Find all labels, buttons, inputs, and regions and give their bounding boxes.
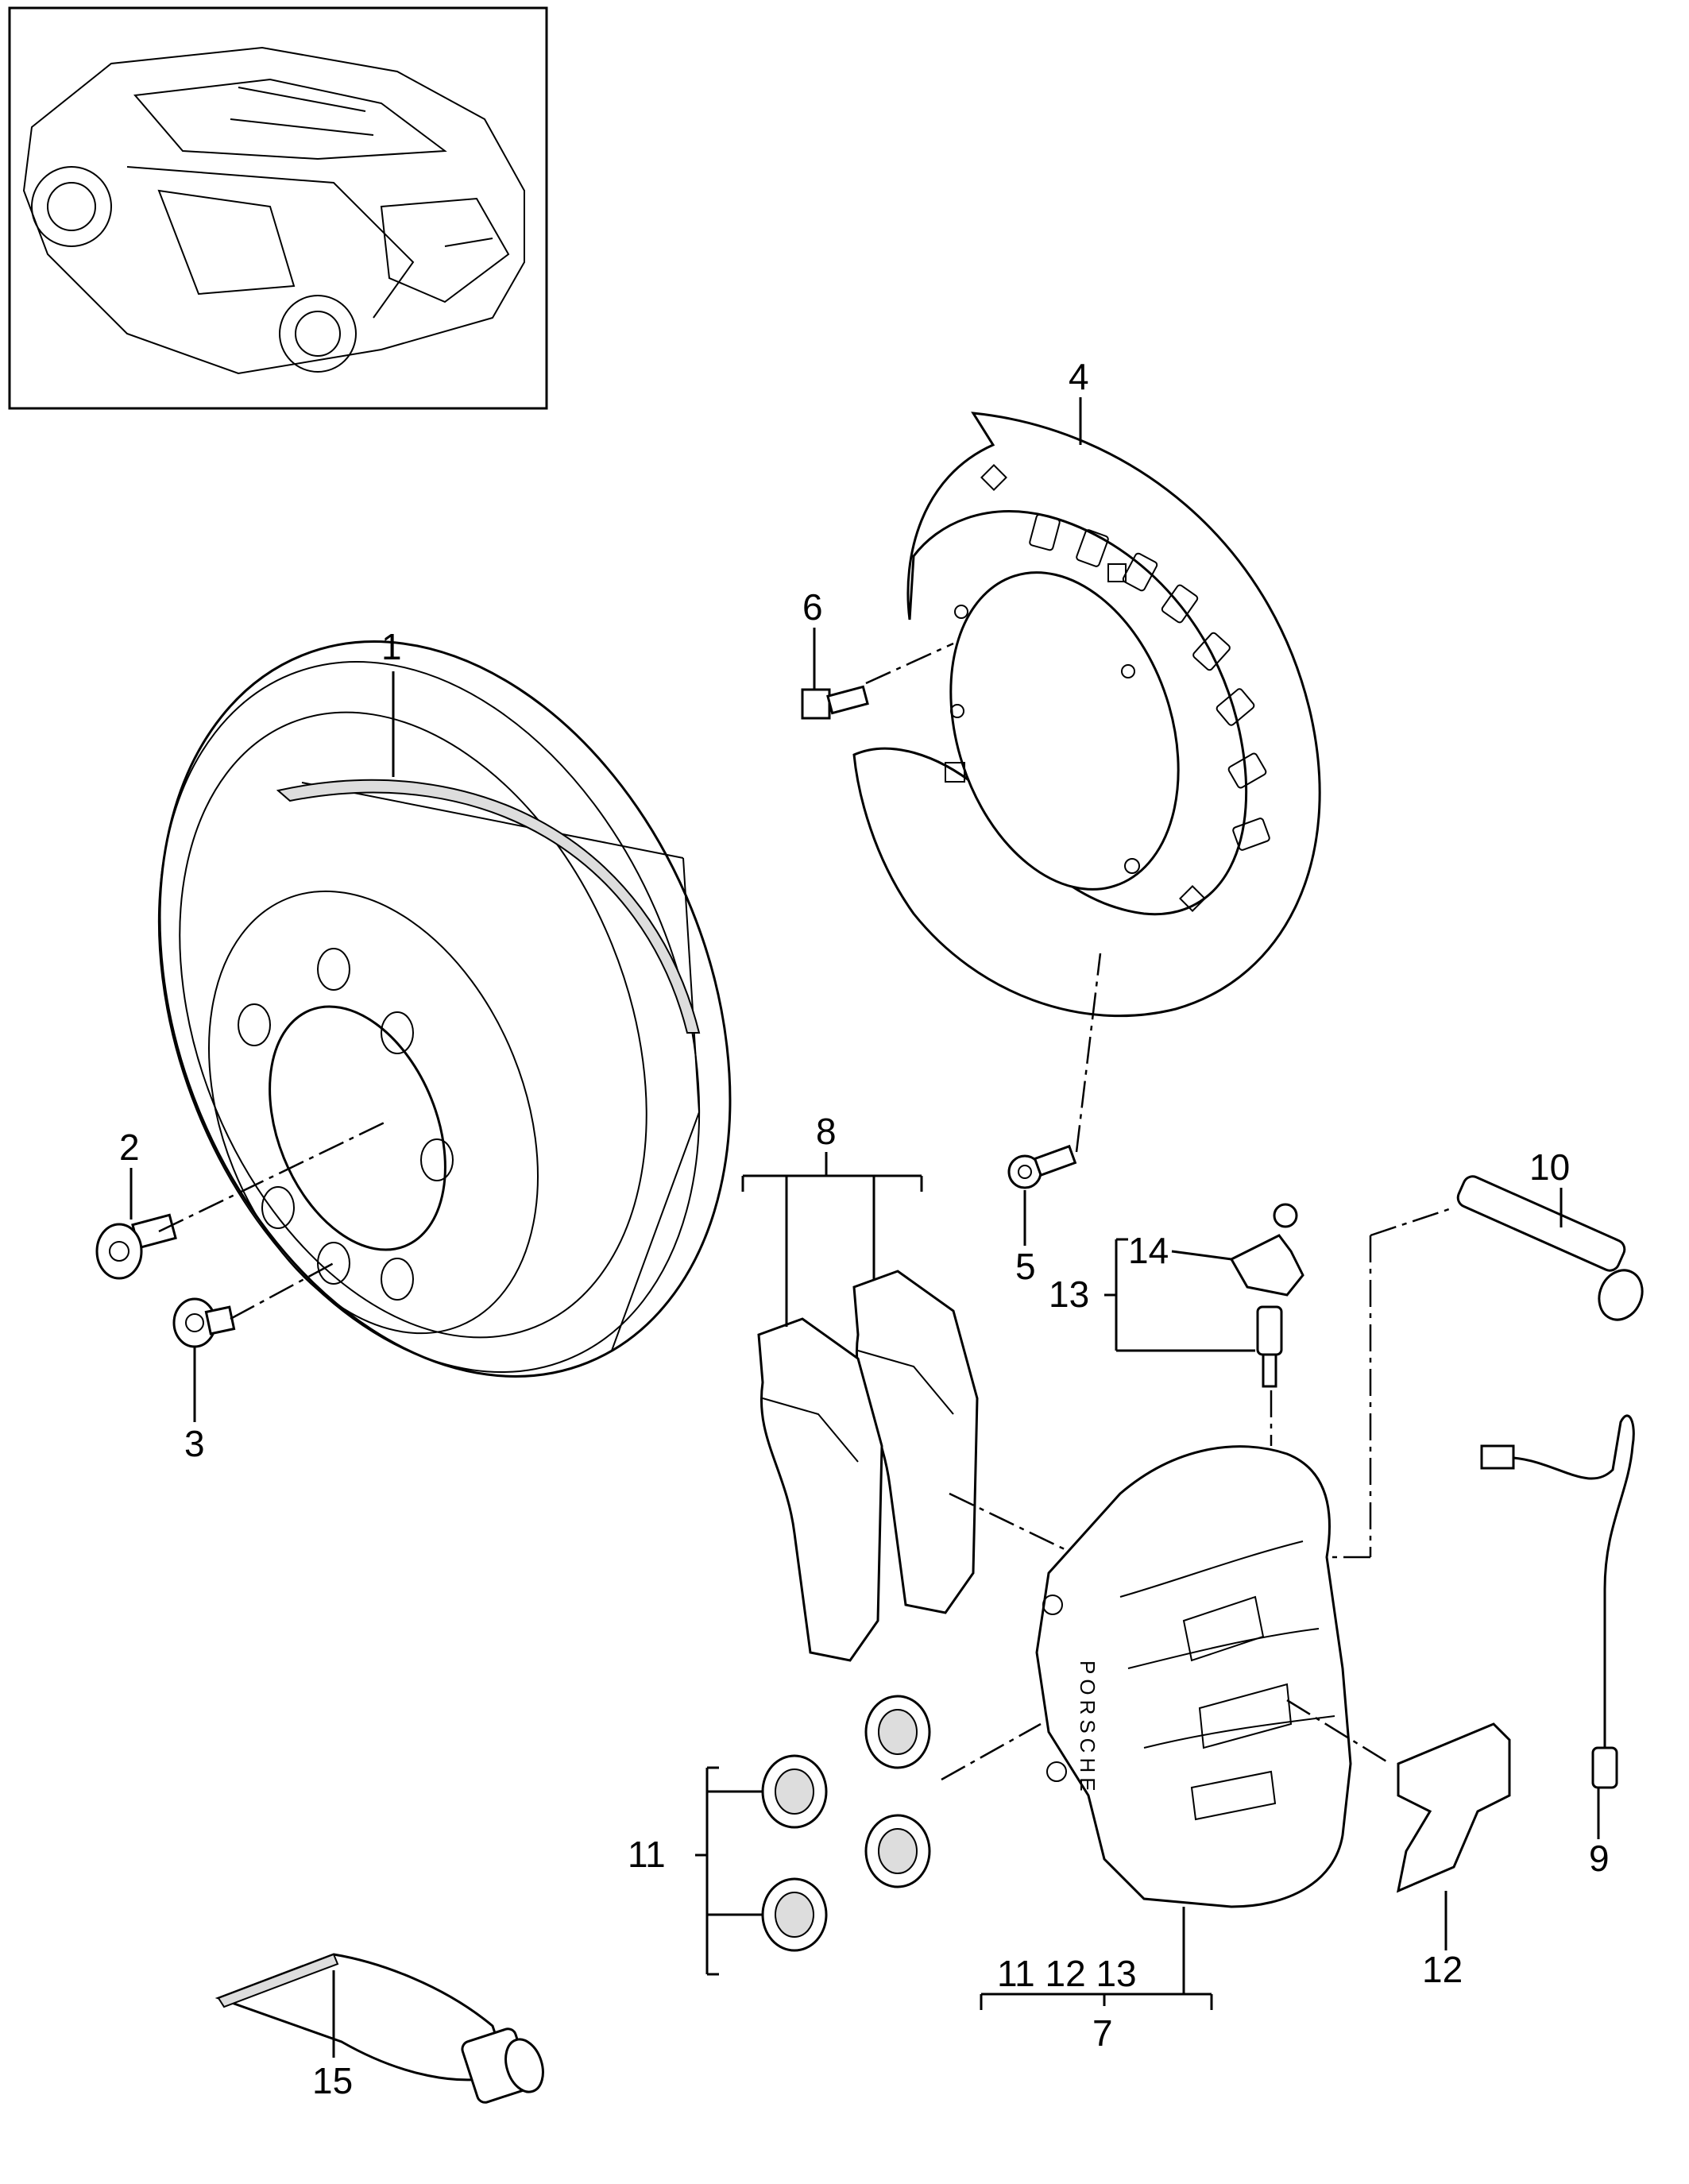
- guide-bolt: [1456, 1175, 1644, 1321]
- caliper-brand-text: PORSCHE: [1076, 1660, 1100, 1796]
- callout-10: 10: [1529, 1146, 1570, 1188]
- callout-4: 4: [1069, 356, 1089, 397]
- wear-sensor: [1480, 1414, 1635, 1789]
- callout-11: 11: [628, 1834, 666, 1875]
- callout-12: 12: [1422, 1949, 1463, 1990]
- retaining-spring: [1396, 1722, 1511, 1893]
- dust-shield: [852, 412, 1321, 1018]
- brake-caliper: PORSCHE: [1035, 1445, 1352, 1908]
- callout-6: 6: [802, 586, 823, 628]
- bleeder-valve: [1229, 1203, 1304, 1388]
- callout-2: 2: [119, 1127, 140, 1168]
- callout-9: 9: [1589, 1838, 1610, 1879]
- screw-5: [1007, 1144, 1077, 1189]
- grease-tube: [215, 1953, 544, 2104]
- vehicle-thumbnail: [8, 6, 548, 410]
- callout-1: 1: [381, 626, 402, 667]
- brake-pads: [757, 1270, 979, 1662]
- callout-5: 5: [1015, 1246, 1036, 1287]
- screw-6: [801, 685, 869, 720]
- callout-14: 14: [1128, 1230, 1169, 1271]
- brake-disc: [157, 640, 732, 1378]
- plug: [172, 1297, 236, 1348]
- wheel-bolt: [95, 1213, 177, 1280]
- callout-7: 7: [1092, 2012, 1113, 2054]
- callout-labels: 1 2 3 4 5 6 7 8 9 10 11 12 13 14 15 11 1…: [119, 356, 1610, 2101]
- callout-8: 8: [816, 1111, 837, 1152]
- group-7-label: 11 12 13: [997, 1953, 1137, 1994]
- callout-13: 13: [1049, 1274, 1089, 1315]
- callout-15: 15: [312, 2060, 353, 2101]
- callout-3: 3: [184, 1423, 205, 1464]
- leader-lines: [129, 397, 1600, 2058]
- piston-seals: [761, 1695, 931, 1952]
